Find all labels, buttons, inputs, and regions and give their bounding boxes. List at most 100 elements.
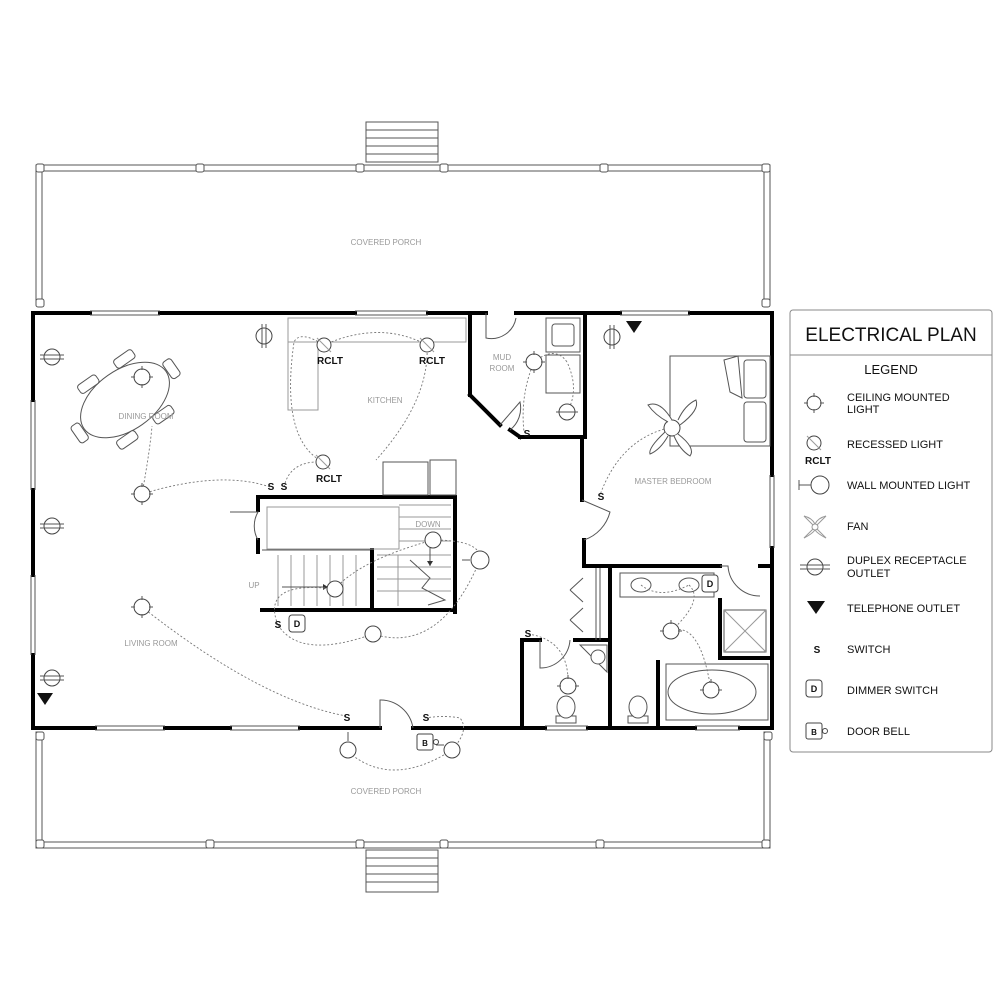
ceiling-light-icon [131, 366, 153, 388]
legend-item: WALL MOUNTED LIGHT [798, 475, 971, 495]
switch-icon: S [423, 713, 430, 724]
dimmer-switch-icon: D [288, 614, 306, 633]
fan-icon [647, 399, 698, 457]
room-label-porch-top: COVERED PORCH [351, 238, 422, 247]
recessed-light-icon [316, 337, 332, 353]
svg-text:D: D [707, 579, 714, 589]
bottom-porch: COVERED PORCH [35, 731, 773, 893]
svg-text:D: D [811, 684, 818, 694]
wall-light-icon [436, 741, 461, 759]
switch-icon: S [598, 492, 605, 503]
furniture [70, 317, 771, 724]
svg-text:B: B [811, 728, 817, 737]
legend-item: FAN [803, 515, 868, 539]
wall-lights [339, 550, 490, 759]
top-porch: COVERED PORCH [35, 121, 771, 308]
ceiling-light-icon [364, 625, 382, 643]
svg-text:RCLT: RCLT [805, 456, 831, 467]
svg-text:OUTLET: OUTLET [847, 568, 891, 580]
door-bell-icon: B [805, 722, 828, 740]
recessed-light-icon [315, 454, 331, 470]
wall-light-icon [462, 550, 490, 570]
fan-icon [803, 515, 827, 539]
switch-icon: S [268, 482, 275, 493]
svg-text:CEILING MOUNTED: CEILING MOUNTED [847, 392, 950, 404]
doors [230, 313, 761, 729]
recessed-light-icon [419, 337, 435, 353]
stair-label-up: UP [248, 581, 259, 590]
switch-icon: S [524, 429, 531, 440]
switch-icon: S [814, 645, 821, 656]
legend-subtitle: LEGEND [864, 362, 917, 377]
svg-text:TELEPHONE OUTLET: TELEPHONE OUTLET [847, 603, 960, 615]
switch-icon: S [275, 620, 282, 631]
ceiling-light-icon [700, 679, 722, 699]
legend-item: S SWITCH [814, 644, 891, 656]
wiring [141, 332, 712, 771]
rclt-label: RCLT [317, 356, 343, 367]
room-label-porch-bottom: COVERED PORCH [351, 787, 422, 796]
legend-item: CEILING MOUNTED LIGHT [804, 392, 950, 416]
svg-text:LIGHT: LIGHT [847, 404, 880, 416]
switch-icon: S [525, 629, 532, 640]
stair-label-down: DOWN [415, 520, 441, 529]
legend-item: D DIMMER SWITCH [805, 679, 938, 698]
legend-item: B DOOR BELL [805, 722, 910, 740]
svg-text:RECESSED LIGHT: RECESSED LIGHT [847, 439, 943, 451]
svg-text:WALL MOUNTED LIGHT: WALL MOUNTED LIGHT [847, 480, 971, 492]
duplex-receptacle-icon [603, 325, 621, 349]
wall-light-icon [339, 732, 357, 759]
duplex-receptacle-icon [40, 669, 64, 687]
recessed-lights: RCLT RCLT RCLT [315, 337, 445, 485]
ceiling-light-icon [424, 531, 442, 549]
duplex-receptacle-icon [40, 517, 64, 535]
rclt-label: RCLT [419, 356, 445, 367]
ceiling-light-icon [556, 403, 578, 421]
rclt-label: RCLT [316, 474, 342, 485]
ceiling-light-icon [326, 580, 344, 598]
room-label-kitchen: KITCHEN [367, 396, 402, 405]
switch-icon: S [344, 713, 351, 724]
telephone-outlet-icon [626, 321, 642, 333]
room-label-dining: DINING ROOM [118, 412, 173, 421]
duplex-receptacles [40, 324, 621, 687]
wall-light-icon [798, 475, 830, 495]
svg-text:DUPLEX RECEPTACLE: DUPLEX RECEPTACLE [847, 555, 967, 567]
ceiling-light-icon [804, 393, 824, 413]
telephone-outlet-icon [37, 693, 53, 705]
room-label-mud-2: ROOM [490, 364, 515, 373]
svg-text:FAN: FAN [847, 521, 868, 533]
door-bell-icon: B [416, 733, 439, 751]
recessed-light-icon [806, 435, 822, 451]
svg-text:DIMMER SWITCH: DIMMER SWITCH [847, 685, 938, 697]
room-label-master: MASTER BEDROOM [635, 477, 712, 486]
svg-text:B: B [422, 739, 428, 748]
svg-text:DOOR BELL: DOOR BELL [847, 726, 910, 738]
room-label-mud-1: MUD [493, 353, 511, 362]
interior-walls [256, 311, 774, 730]
switches: S S S S S S S S [268, 429, 605, 724]
legend-item: TELEPHONE OUTLET [807, 601, 960, 615]
telephone-outlet-icon [807, 601, 825, 614]
legend: ELECTRICAL PLAN LEGEND CEILING MOUNTED L… [789, 309, 993, 753]
room-label-living: LIVING ROOM [124, 639, 178, 648]
dimmer-switch-icon: D [805, 679, 823, 698]
legend-item: RCLT RECESSED LIGHT [805, 435, 943, 467]
svg-text:SWITCH: SWITCH [847, 644, 890, 656]
duplex-receptacle-icon [255, 324, 273, 348]
dining-table [70, 349, 181, 450]
ceiling-light-icon [557, 675, 579, 695]
dimmer-switch-icon: D [701, 574, 719, 593]
switch-icon: S [281, 482, 288, 493]
ceiling-light-icon [131, 596, 153, 618]
ceiling-light-icon [523, 351, 545, 373]
legend-title: ELECTRICAL PLAN [805, 325, 976, 346]
ceiling-light-icon [131, 483, 153, 505]
duplex-receptacle-icon [40, 348, 64, 366]
duplex-receptacle-icon [800, 558, 830, 576]
legend-item: DUPLEX RECEPTACLE OUTLET [800, 555, 967, 580]
room-labels: DINING ROOM KITCHEN MUD ROOM MASTER BEDR… [118, 353, 711, 648]
ceiling-lights [131, 351, 722, 699]
ceiling-light-icon [660, 620, 682, 640]
